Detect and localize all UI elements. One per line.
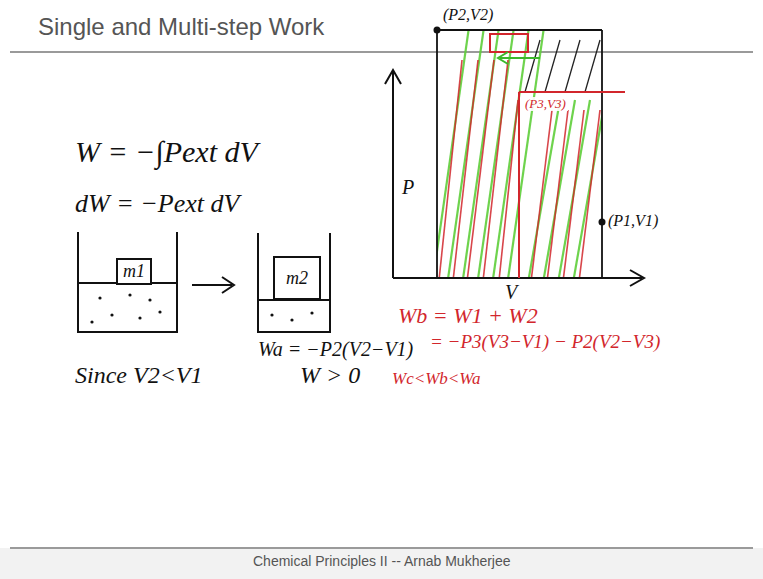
footer-band <box>0 548 763 579</box>
cylinder-symbol <box>258 233 330 332</box>
pv-axes <box>385 70 644 286</box>
work-comparison: Wc<Wb<Wa <box>392 370 480 389</box>
axis-label: P <box>402 176 414 198</box>
cylinder-symbol <box>78 232 177 332</box>
inequality-note: Since V2<V1 <box>75 362 203 388</box>
state-label: (P1,V1) <box>608 212 658 230</box>
two-step-path <box>490 34 625 278</box>
slide-title: Single and Multi-step Work <box>38 14 324 40</box>
state-label: (P3,V3) <box>523 97 568 111</box>
work-integral: W = −∫Pext dV <box>75 135 258 168</box>
process-rectangle <box>437 30 602 278</box>
mass-label: m1 <box>123 261 145 282</box>
axis-label: V <box>505 281 517 303</box>
footer-rule <box>10 547 753 549</box>
mass-block: m2 <box>273 256 321 300</box>
gas-particles <box>270 311 313 321</box>
work-differential: dW = −Pext dV <box>75 190 239 219</box>
work-equation: Wb = W1 + W2 <box>398 304 538 328</box>
state-point <box>599 219 606 226</box>
state-label: (P2,V2) <box>443 6 493 24</box>
work-equation: Wa = −P2(V2−V1) <box>258 338 413 360</box>
gas-particles <box>90 293 161 323</box>
green-arrow <box>498 52 540 64</box>
state-point <box>434 27 441 34</box>
inequality-note: W > 0 <box>300 362 360 388</box>
header-rule <box>10 51 753 53</box>
slide-footer: Chemical Principles II -- Arnab Mukherje… <box>253 554 511 569</box>
process-arrow <box>192 277 234 293</box>
mass-block: m1 <box>116 258 152 285</box>
work-equation: = −P3(V3−V1) − P2(V2−V3) <box>430 332 660 353</box>
mass-label: m2 <box>286 268 308 289</box>
work-hatching <box>437 30 602 278</box>
